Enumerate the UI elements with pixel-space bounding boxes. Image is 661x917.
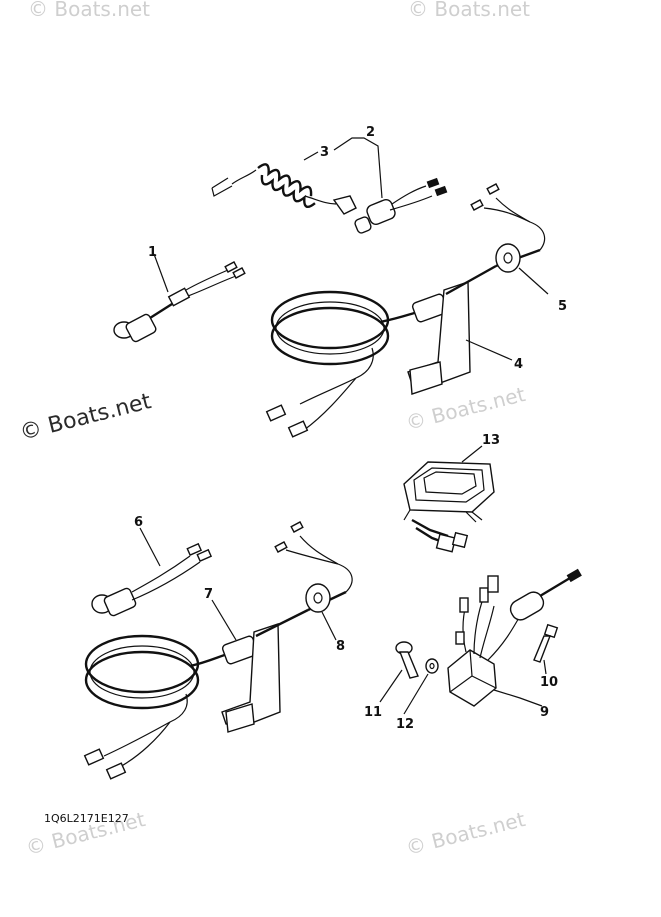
callout-8: 8	[336, 639, 345, 654]
callout-1: 1	[148, 245, 157, 260]
callout-10: 10	[540, 675, 558, 690]
part-2-stop-switch	[354, 177, 448, 234]
callout-3: 3	[320, 145, 329, 160]
callout-numbers: 1 2 3 4 5 6 7 8 9 10 11 12 13	[134, 125, 567, 732]
callout-2: 2	[366, 125, 375, 140]
part-11-bolt	[395, 641, 419, 679]
callout-11: 11	[364, 705, 382, 720]
watermark-bottom-right: © Boats.net	[403, 807, 527, 860]
callout-13: 13	[482, 433, 500, 448]
part-3-lanyard-cord	[211, 163, 357, 215]
part-4-main-harness-top	[265, 183, 546, 438]
part-6-extension-lead	[91, 542, 213, 617]
part-1-wire-harness	[113, 261, 246, 343]
leader-lines	[139, 137, 549, 715]
watermark-top-left: © Boats.net	[28, 0, 150, 21]
callout-9: 9	[540, 705, 549, 720]
part-7-main-harness-bottom	[83, 521, 353, 780]
callout-6: 6	[134, 515, 143, 530]
part-13-rectifier	[403, 461, 495, 553]
part-5-grommet-top	[495, 243, 521, 273]
part-8-grommet-bottom	[305, 583, 331, 613]
callout-4: 4	[514, 357, 523, 372]
part-9-regulator	[447, 568, 582, 707]
callout-12: 12	[396, 717, 414, 732]
callout-7: 7	[204, 587, 213, 602]
watermark-top-right: © Boats.net	[408, 0, 530, 21]
watermarks: © Boats.net © Boats.net © Boats.net © Bo…	[17, 0, 530, 860]
part-10-bolt	[533, 623, 559, 663]
diagram-part-code: 1Q6L2171E127	[44, 812, 129, 825]
part-12-washer	[425, 658, 439, 674]
callout-5: 5	[558, 299, 567, 314]
watermark-middle-left: © Boats.net	[17, 389, 154, 446]
